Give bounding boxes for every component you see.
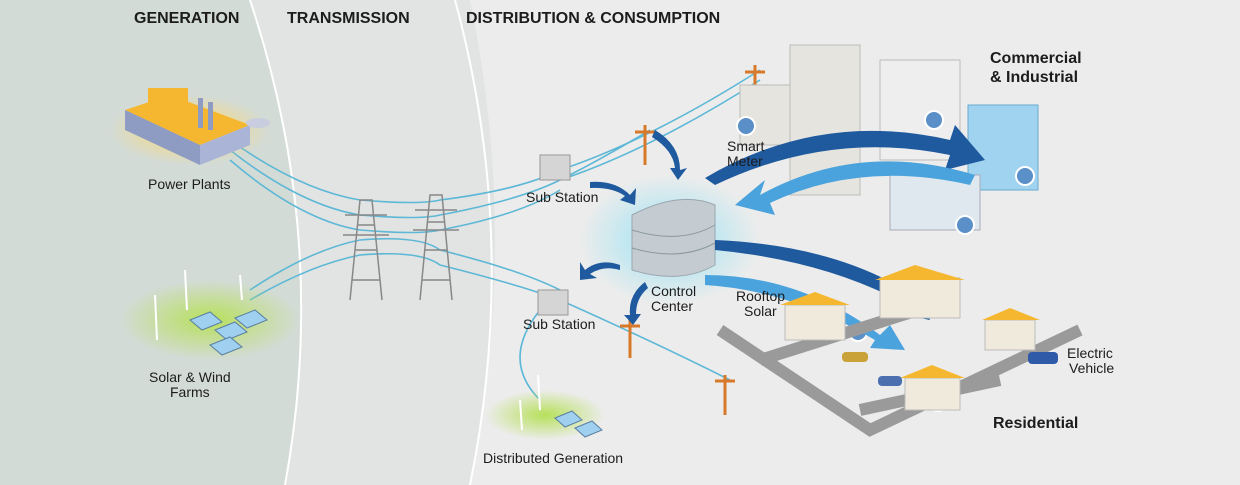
label-sub-station-top: Sub Station — [526, 189, 598, 205]
generation-background — [0, 0, 302, 485]
residential-neighborhood-illustration — [716, 265, 1083, 437]
distributed-generation-illustration — [485, 374, 605, 440]
sub-station-icon — [537, 154, 571, 316]
label-solar-wind-line2: Farms — [170, 384, 210, 400]
label-solar-wind-line1: Solar & Wind — [149, 369, 231, 385]
section-divider — [454, 0, 493, 485]
label-power-plants: Power Plants — [148, 176, 230, 192]
section-header-transmission: TRANSMISSION — [287, 10, 410, 27]
label-distributed-generation: Distributed Generation — [483, 450, 623, 466]
electric-vehicle-icon — [1028, 352, 1058, 364]
label-rooftop-solar-line2: Solar — [744, 303, 777, 319]
label-control-center-line1: Control — [651, 283, 696, 299]
label-commercial-line2: & Industrial — [990, 69, 1078, 86]
section-header-distribution: DISTRIBUTION & CONSUMPTION — [466, 10, 720, 27]
label-electric-vehicle-line2: Vehicle — [1069, 360, 1114, 376]
control-center-illustration — [580, 175, 760, 305]
solar-wind-farm-illustration — [120, 269, 300, 360]
label-electric-vehicle-line1: Electric — [1067, 345, 1113, 361]
section-divider — [249, 0, 303, 485]
label-residential: Residential — [993, 415, 1078, 432]
section-header-generation: GENERATION — [134, 10, 239, 27]
label-smart-meter-line2: Meter — [727, 153, 763, 169]
label-commercial-line1: Commercial — [990, 50, 1082, 67]
label-sub-station-bottom: Sub Station — [523, 316, 595, 332]
label-rooftop-solar-line1: Rooftop — [736, 288, 785, 304]
label-control-center-line2: Center — [651, 298, 693, 314]
transmission-tower — [343, 194, 459, 301]
label-smart-meter-line1: Smart — [727, 138, 764, 154]
power-plant-illustration — [110, 88, 270, 165]
